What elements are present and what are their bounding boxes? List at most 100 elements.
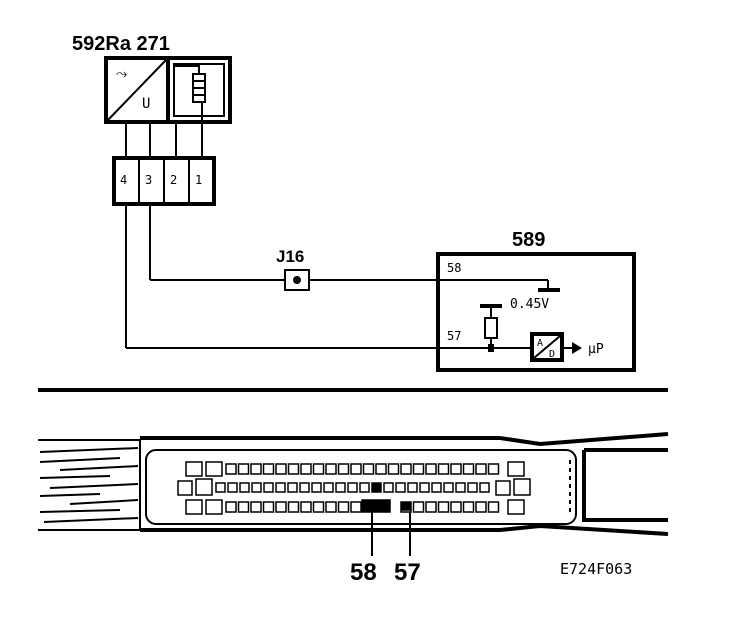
connector-pin-cavity (312, 501, 325, 513)
connector-pin-cavity (387, 463, 400, 475)
ecu-ref-label: 589 (512, 229, 545, 251)
connector-pin-cavity (437, 463, 450, 475)
svg-text:A: A (537, 338, 543, 349)
power-cavity (185, 461, 203, 477)
connector-pin-cavity (215, 482, 226, 493)
sensor-connector: 4 3 2 1 (112, 156, 216, 206)
connector-pin-cavity (263, 482, 274, 493)
connector-pin-cavity (383, 482, 394, 493)
ecu-589: 58 0.45V 57 A D µP (436, 252, 636, 372)
power-cavity (507, 499, 525, 515)
connector-pin-cavity (337, 463, 350, 475)
connector-pin-cavity (237, 463, 250, 475)
connector-pin-cavity (412, 501, 425, 513)
ecu-connector-drawing (38, 432, 669, 556)
connector-pin-57-callout: 57 (394, 559, 421, 586)
connector-pin-cavity (325, 463, 337, 475)
connector-pin-cavity (400, 463, 412, 475)
connector-pin-58-callout: 58 (350, 559, 377, 586)
power-cavity (495, 480, 511, 496)
connector-pin-cavity (350, 463, 362, 475)
connector-pin-cavity (237, 501, 250, 513)
connector-pin-cavity (225, 501, 237, 513)
power-cavity (185, 499, 203, 515)
connector-pin-cavity (467, 482, 478, 493)
connector-pin-cavity (419, 482, 430, 493)
connector-pin-cavity (375, 463, 387, 475)
connector-pin-3: 3 (145, 173, 152, 187)
connector-pin-cavity (335, 482, 346, 493)
connector-pin-cavity (225, 463, 237, 475)
connector-pin-cavity (431, 482, 442, 493)
connector-pin-cavity (350, 501, 362, 513)
connector-pin-cavity (475, 463, 487, 475)
connector-latch (582, 448, 668, 522)
reference-voltage-label: 0.45V (510, 297, 549, 312)
power-cavity (513, 478, 531, 496)
connector-pin-cavity (425, 463, 437, 475)
arrow-right-icon (572, 342, 582, 354)
connector-pin-1: 1 (195, 173, 202, 187)
connector-pin-cavity (275, 482, 286, 493)
power-cavity (507, 461, 525, 477)
connector-pin-cavity (287, 463, 300, 475)
connector-pin-cavity (347, 482, 358, 493)
highlighted-cavity (371, 482, 382, 493)
connector-pin-cavity (311, 482, 322, 493)
connector-pin-cavity (300, 501, 312, 513)
connector-pin-cavity (275, 463, 287, 475)
power-cavity (205, 461, 223, 477)
connector-pin-cavity (450, 501, 462, 513)
sensor-ref-label: 592Ra 271 (72, 33, 170, 55)
connector-pin-cavity (323, 482, 334, 493)
adc-output-symbol: D (549, 349, 555, 360)
connector-pin-cavity (407, 482, 418, 493)
connector-pin-cavity (479, 482, 490, 493)
connector-pin-cavity (487, 463, 500, 475)
power-cavity (177, 480, 193, 496)
junction-dot-icon (293, 276, 301, 284)
power-cavity (195, 478, 213, 496)
connector-pin-cavity (287, 482, 298, 493)
connector-pin-cavity (450, 463, 462, 475)
converter-input-symbol: ⤳ (116, 66, 127, 82)
pin-58-cavity (361, 499, 391, 513)
figure-reference: E724F063 (560, 560, 632, 578)
harness-outline (38, 439, 141, 531)
connector-pin-cavity (312, 463, 325, 475)
connector-pin-cavity (262, 501, 275, 513)
connector-pin-cavity (250, 501, 262, 513)
connector-pin-cavity (425, 501, 437, 513)
pin-grid (177, 461, 531, 515)
connector-pin-cavity (462, 501, 475, 513)
connector-pin-cavity (251, 482, 262, 493)
connector-pin-cavity (287, 501, 300, 513)
connector-pin-cavity (275, 501, 287, 513)
junction-box (284, 269, 310, 291)
connector-pin-cavity (475, 501, 487, 513)
connector-pin-cavity (359, 482, 370, 493)
connector-pin-cavity (443, 482, 454, 493)
connector-pin-cavity (299, 482, 310, 493)
harness-hatching (39, 447, 139, 523)
connector-pin-cavity (250, 463, 262, 475)
ecu-pin-58-label: 58 (447, 261, 461, 275)
converter-diagonal (107, 59, 167, 121)
connector-pin-cavity (362, 463, 375, 475)
junction-label: J16 (276, 247, 304, 266)
pullup-resistor-icon (484, 317, 498, 339)
connector-pin-cavity (455, 482, 466, 493)
connector-pin-cavity (437, 501, 450, 513)
converter-output-label: U (142, 96, 150, 112)
connector-pin-cavity (262, 463, 275, 475)
connector-pin-cavity (412, 463, 425, 475)
connector-pin-cavity (487, 501, 500, 513)
oxygen-sensor: ⤳ U (104, 56, 232, 124)
node-dot-icon (488, 344, 494, 352)
connector-pin-cavity (227, 482, 238, 493)
connector-pin-cavity (337, 501, 350, 513)
connector-inner-body (145, 449, 577, 525)
microprocessor-label: µP (588, 342, 604, 357)
connector-pin-2: 2 (170, 173, 177, 187)
